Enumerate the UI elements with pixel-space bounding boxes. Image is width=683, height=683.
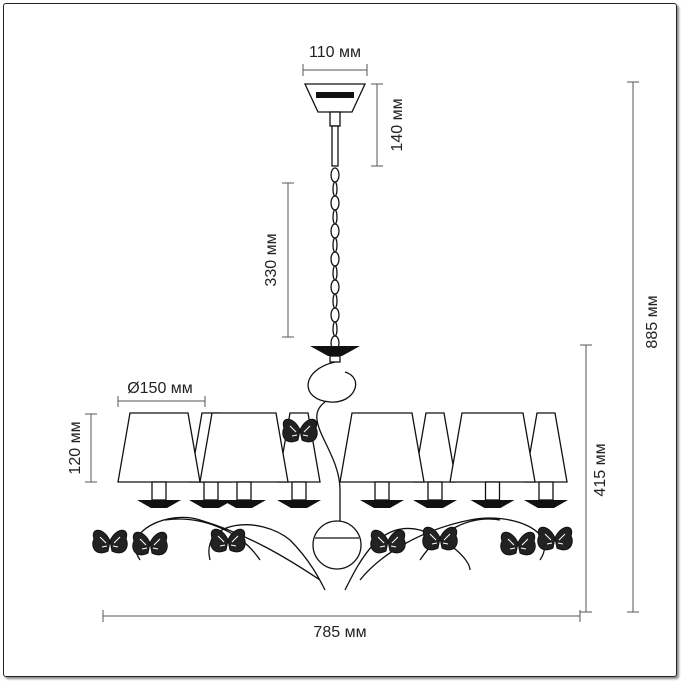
chain-link [330,307,340,323]
central-ball [312,520,362,570]
body-height-label: 415 мм [592,443,609,496]
lamp-shade [199,412,289,483]
candle-holder [427,481,443,501]
chain-link [332,237,338,253]
chain-link [330,167,340,183]
butterfly-ornament [210,528,246,553]
dim-shade-diameter: Ø150 мм [117,380,206,407]
candle-holder [484,481,501,501]
bobeche [189,500,233,508]
central-cup [307,346,360,522]
bobeche [360,500,404,508]
chain-link [332,209,338,225]
chain-link [330,279,340,295]
butterfly-ornament [370,529,406,554]
dim-total-height: 885 мм [627,81,661,613]
chain-link [330,251,340,267]
butterfly-ornament [282,418,318,443]
chain-link [332,265,338,281]
butterfly-ornament [132,531,168,556]
lamp-shades [117,412,568,508]
candle-holder [538,481,554,501]
butterfly-ornament [500,531,536,556]
chain-link [332,181,338,197]
butterfly-ornament [537,526,573,551]
canopy [303,83,367,167]
chain [330,167,340,351]
bobeche [470,500,515,508]
chain-link [332,321,338,337]
chain-link [330,223,340,239]
dim-total-width: 785 мм [102,610,581,641]
chain-length-label: 330 мм [263,233,280,286]
lamp-shade [339,412,425,483]
candle-holder [374,481,390,501]
chain-link [332,293,338,309]
bobeche [413,500,457,508]
dim-shade-height: 120 мм [67,413,97,483]
bobeche [137,500,181,508]
butterfly-ornament [92,529,128,554]
lamp-shade [117,412,201,483]
total-height-label: 885 мм [644,295,661,348]
dim-chain-length: 330 мм [263,182,294,338]
candle-holder [291,481,307,501]
butterflies [92,418,573,556]
drawing-frame [3,3,677,677]
candle-holder [203,481,219,501]
chain-link [330,195,340,211]
bobeche [222,500,266,508]
bobeche [524,500,568,508]
total-width-label: 785 мм [313,624,366,641]
canopy-width-label: 110 мм [309,44,361,61]
lamp-shade [449,412,536,483]
arms [134,516,546,591]
dim-canopy-width: 110 мм [302,44,368,76]
bobeche [277,500,321,508]
candle-holder [236,481,252,501]
dim-canopy-height: 140 мм [371,83,406,167]
dim-body-height: 415 мм [580,344,609,613]
candle-holder [151,481,167,501]
canopy-height-label: 140 мм [389,98,406,151]
shade-height-label: 120 мм [67,421,84,474]
butterfly-ornament [422,526,458,551]
shade-diameter-label: Ø150 мм [127,380,193,397]
